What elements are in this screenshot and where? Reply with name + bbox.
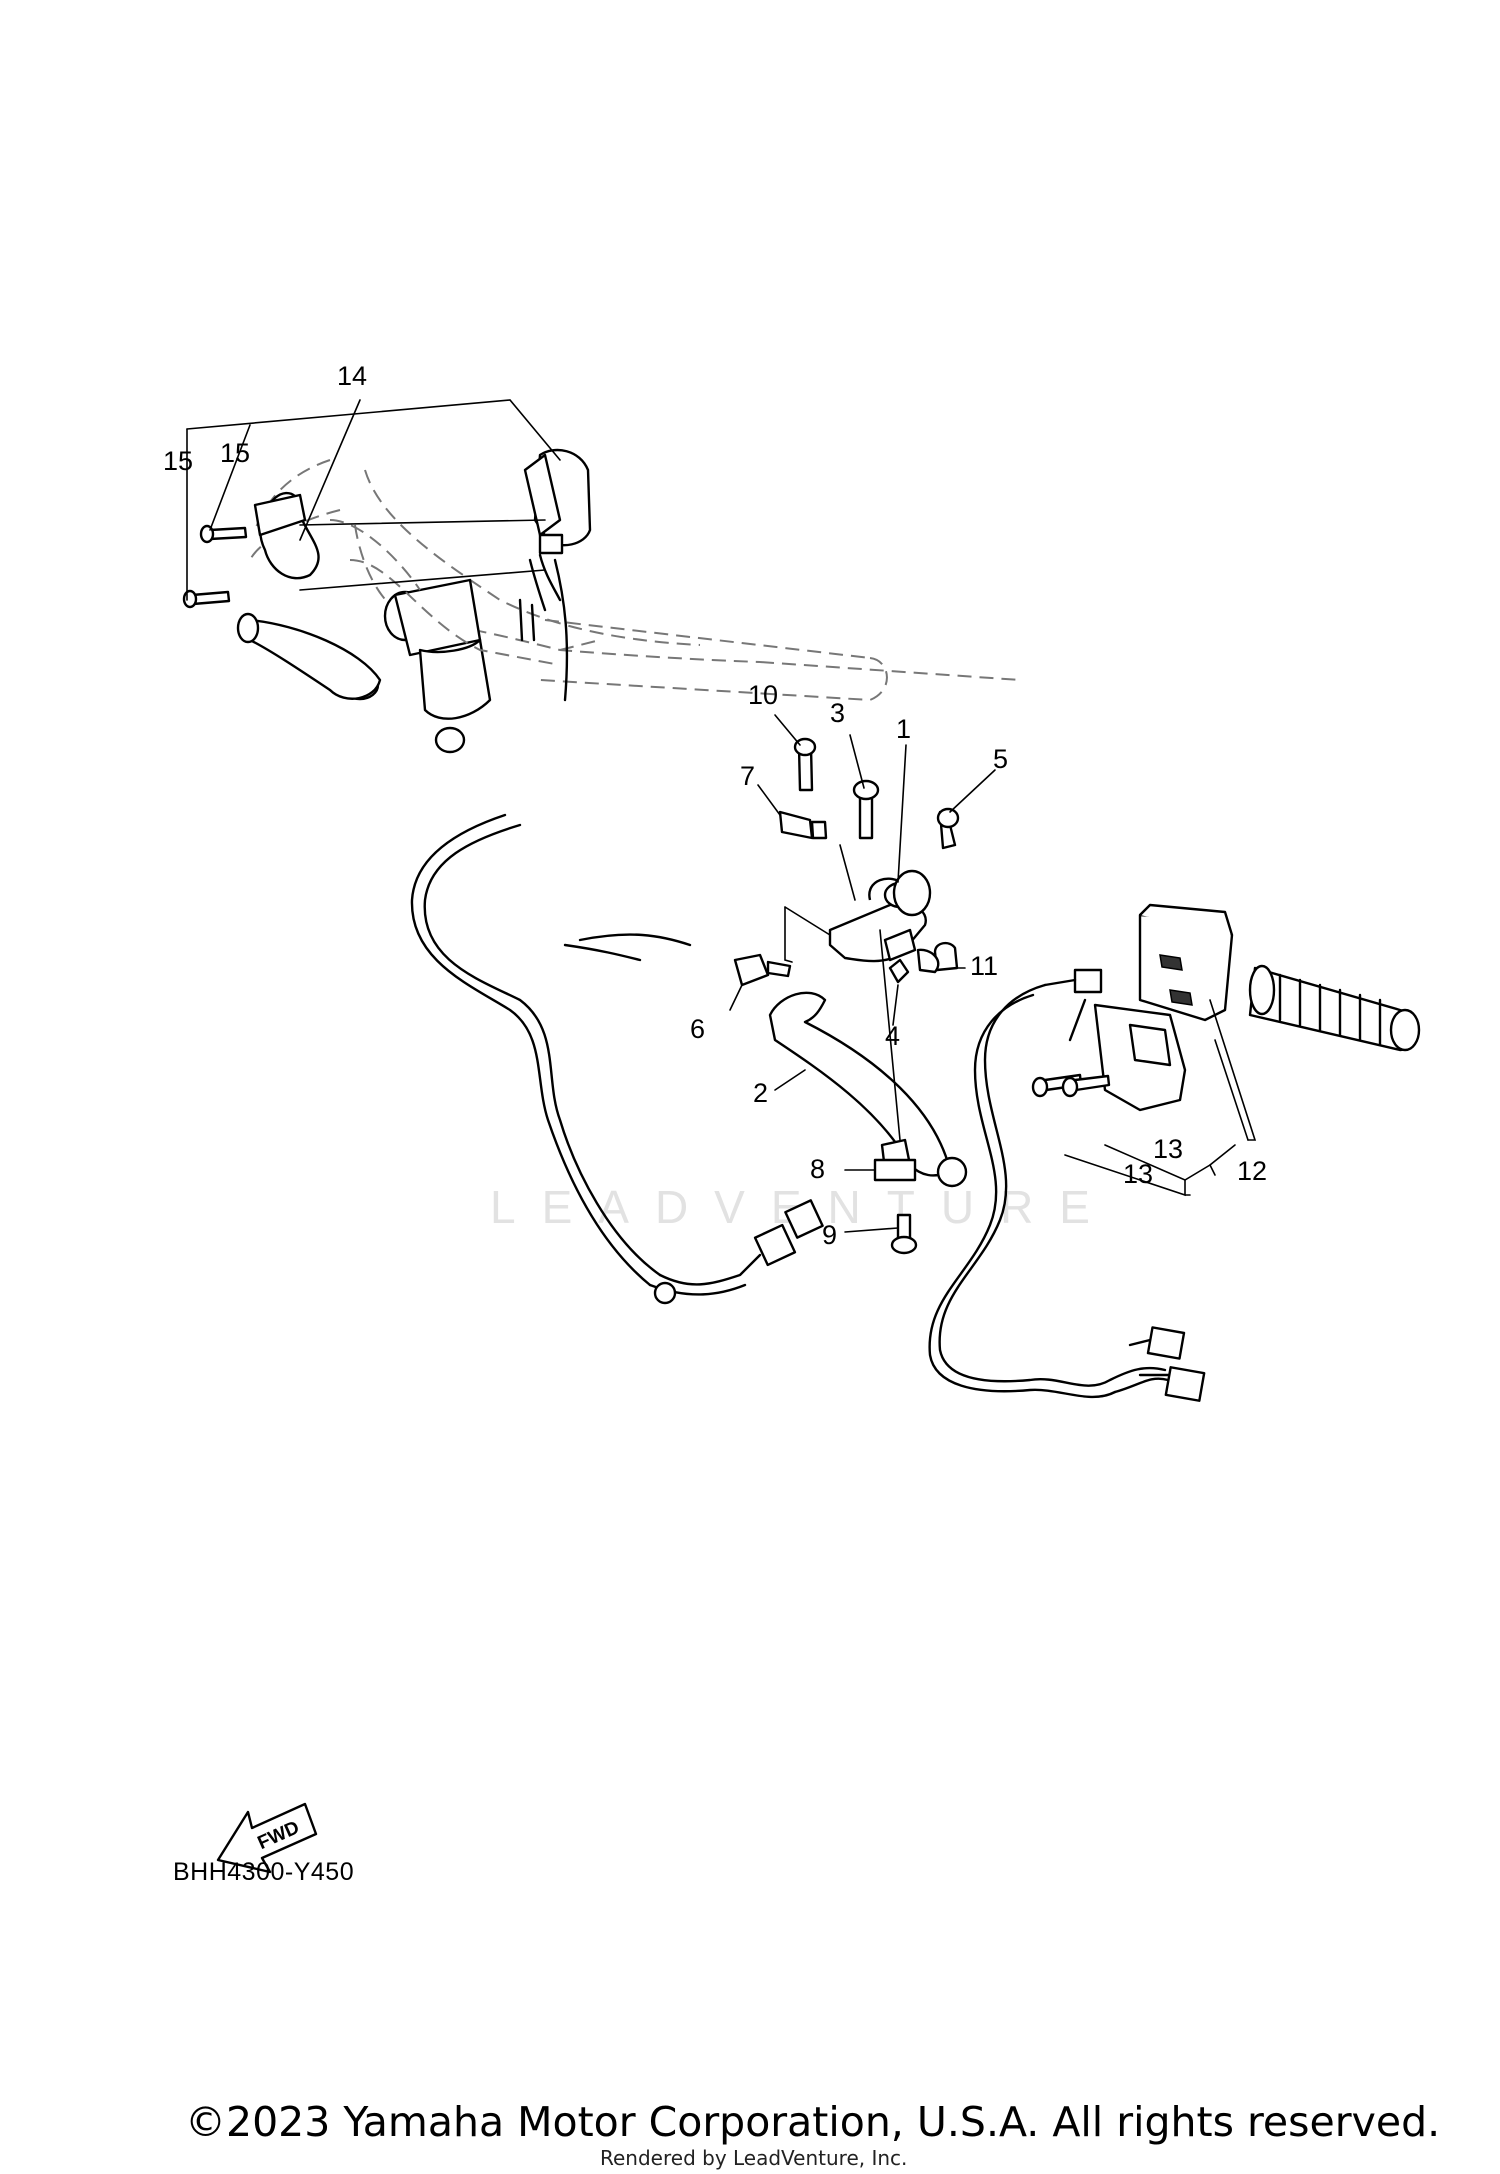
callout-13-lower: 13 (1123, 1159, 1153, 1189)
left-wire-harness (410, 813, 824, 1305)
callout-labels: 1 2 3 4 5 6 7 8 9 10 11 12 13 13 14 15 1… (163, 361, 1267, 1250)
callout-10: 10 (748, 680, 778, 710)
rendered-by-notice: Rendered by LeadVenture, Inc. (600, 2146, 908, 2170)
callout-14: 14 (337, 361, 367, 391)
right-grip (1248, 964, 1421, 1052)
callout-9: 9 (822, 1220, 837, 1250)
callout-7: 7 (740, 761, 755, 791)
callout-12: 12 (1237, 1156, 1267, 1186)
right-wire-harness (928, 983, 1206, 1402)
callout-6: 6 (690, 1014, 705, 1044)
switch-screws (1031, 1073, 1111, 1098)
left-bracket-bolts (182, 524, 248, 609)
callout-13-upper: 13 (1153, 1134, 1183, 1164)
leader-lines (186, 399, 1257, 1233)
callout-1: 1 (896, 714, 911, 744)
callout-15-left: 15 (163, 446, 193, 476)
callout-8: 8 (810, 1154, 825, 1184)
diagram-code: BHH4300-Y450 (173, 1858, 355, 1886)
right-switch-assembly (1043, 903, 1234, 1112)
callout-3: 3 (830, 698, 845, 728)
callout-2: 2 (753, 1078, 768, 1108)
left-switch-assembly (236, 448, 592, 754)
lever-holder-group (733, 737, 968, 1255)
copyright-notice: ©2023 Yamaha Motor Corporation, U.S.A. A… (185, 2098, 1441, 2146)
callout-11: 11 (970, 951, 998, 981)
left-lever-ghost (329, 519, 561, 666)
callout-15-right: 15 (220, 438, 250, 468)
callout-5: 5 (993, 744, 1008, 774)
callout-4: 4 (885, 1021, 900, 1051)
